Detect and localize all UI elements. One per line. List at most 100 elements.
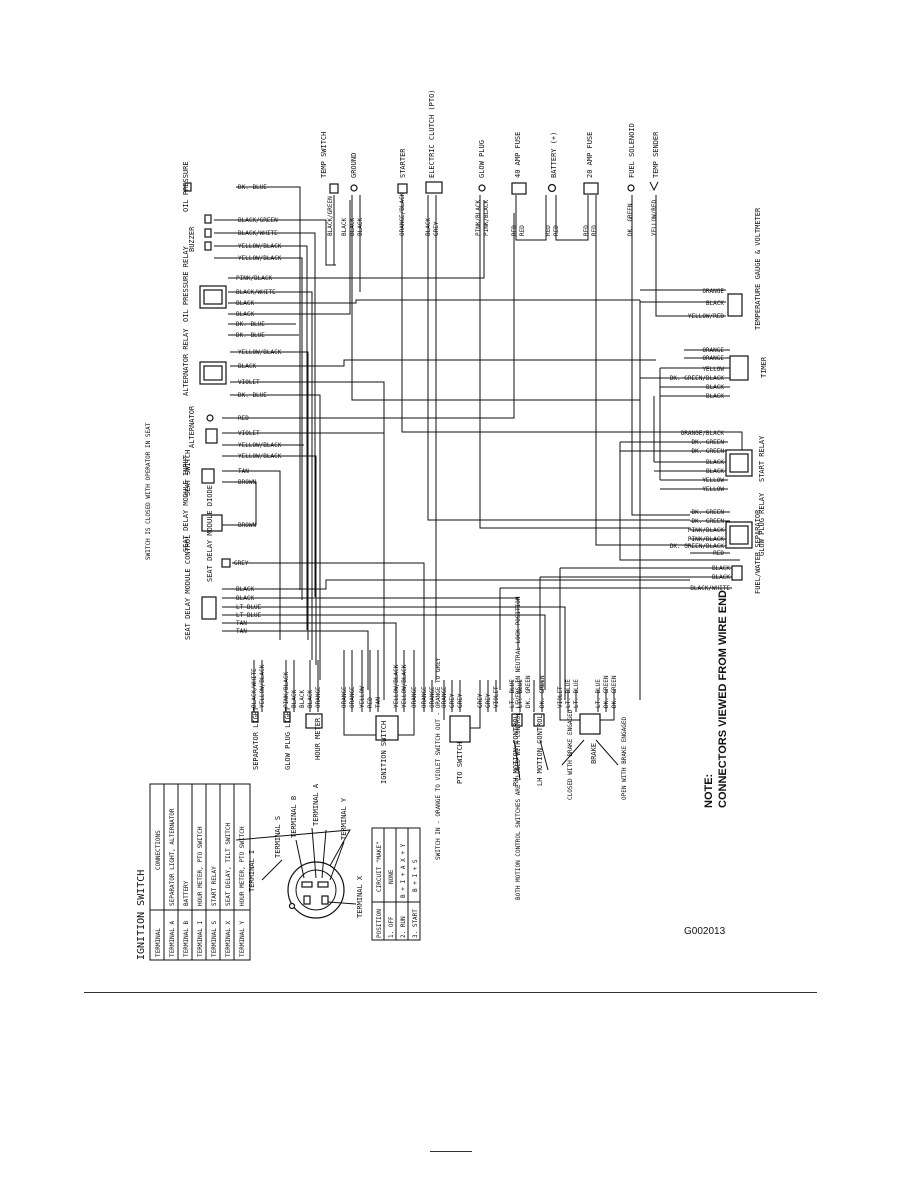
terminal-y-label: TERMINAL Y: [340, 797, 348, 840]
circuit-row-run-make: B + I + A X + Y: [400, 843, 407, 898]
page-number-line: [430, 1151, 472, 1152]
wire-label-bottom-7-5: DK. GREEN: [611, 675, 618, 708]
wire-label-left-2-5: DK. BLUE: [236, 332, 265, 339]
starter-connector: [397, 183, 408, 194]
pto-annotation: SWITCH IN - ORANGE TO VIOLET SWITCH OUT …: [435, 657, 442, 860]
wire-label-top-6-1: RED: [553, 225, 560, 236]
wire-label-right-1-1: ORANGE: [702, 355, 724, 362]
circuit-row-start-make: B + I + S: [412, 859, 419, 892]
seat-switch-connector: [201, 468, 215, 484]
label-start-relay: START RELAY: [758, 435, 766, 482]
wire-label-left-1-3: YELLOW/BLACK: [238, 255, 282, 262]
label-temp-gauge: TEMPERATURE GAUGE & VOLTMETER: [754, 207, 762, 330]
wire-label-bottom-7-1: LT. BLUE: [565, 679, 572, 708]
alternator-connector: [205, 428, 218, 444]
ignition-row-b-terminal: TERMINAL B: [183, 920, 190, 957]
terminal-x-label: TERMINAL X: [356, 875, 364, 918]
wire-label-bottom-2-0: BLACK: [299, 690, 306, 708]
page-rule: [84, 992, 817, 993]
terminal-s-label: TERMINAL S: [274, 816, 282, 858]
wire-label-top-2-0: ORANGE/BLACK: [399, 192, 406, 236]
wire-label-bottom-4-3: GREY: [449, 693, 456, 708]
figure-id: G002013: [684, 926, 726, 937]
circuit-make-table: POSITION CIRCUIT "MAKE" 1. OFF NONE 2. R…: [371, 827, 421, 941]
wire-label-right-0-2: YELLOW/RED: [688, 313, 725, 320]
rh-motion-connector: [511, 713, 523, 727]
buzzer-connector-1: [204, 214, 212, 224]
wire-label-left-4-2: YELLOW/BLACK: [238, 442, 282, 449]
wire-label-top-5-0: RED: [511, 225, 518, 236]
ignition-terminal-dot: [288, 902, 296, 910]
label-separator-light: SEPARATOR LIGHT: [252, 706, 260, 770]
separator-light-connector: [251, 711, 259, 723]
note-title: NOTE:: [703, 774, 715, 808]
wire-label-left-8-2: LT BLUE: [236, 604, 262, 611]
wire-label-bottom-3-5: YELLOW/BLACK: [393, 664, 400, 708]
timer-connector: [729, 355, 749, 381]
fuel-solenoid-terminal: [627, 184, 635, 192]
circuit-row-off-make: NONE: [388, 869, 395, 884]
wire-label-left-1-2: YELLOW/BLACK: [238, 243, 282, 250]
wire-label-right-4-0: BLACK: [712, 565, 730, 572]
label-alternator-relay: ALTERNATOR RELAY: [182, 328, 190, 396]
ignition-terminal-pad-4: [321, 895, 329, 905]
wire-label-right-3-2: PINK/BLACK: [688, 527, 725, 534]
label-glow-plug-relay: GLOW PLUG RELAY: [758, 492, 766, 556]
wire-label-bottom-0-0: BLACK/WHITE: [251, 668, 258, 708]
wire-label-top-5-1: RED: [519, 225, 526, 236]
wire-label-bottom-4-1: ORANGE: [429, 686, 436, 708]
wire-label-right-2-6: YELLOW: [702, 486, 724, 493]
wire-label-bottom-3-7: ORANGE: [411, 686, 418, 708]
wire-label-left-3-3: DK. BLUE: [238, 392, 267, 399]
ignition-switch-ring: [295, 869, 337, 911]
ignition-row-a-conn: SEPARATOR LIGHT, ALTERNATOR: [169, 808, 176, 906]
wire-label-left-4-1: VIOLET: [238, 430, 260, 437]
lh-motion-connector: [533, 713, 545, 727]
wire-label-right-2-0: ORANGE/BLACK: [681, 430, 725, 437]
label-ground: GROUND: [350, 153, 358, 178]
wire-label-bottom-3-3: RED: [367, 697, 374, 708]
motion-annotation: BOTH MOTION CONTROL SWITCHES ARE CLOSED …: [515, 596, 522, 900]
label-alternator: ALTERNATOR: [188, 405, 196, 448]
seat-delay-input-connector: [201, 514, 223, 532]
ignition-switch-connector: [375, 715, 399, 741]
wire-label-bottom-3-0: ORANGE: [341, 686, 348, 708]
wire-label-left-2-1: BLACK/WHITE: [236, 289, 276, 296]
right-component-labels: TEMPERATURE GAUGE & VOLTMETER TIMER STAR…: [754, 207, 768, 594]
label-40-amp-fuse: 40 AMP FUSE: [514, 132, 522, 178]
label-seat-delay-control: SEAT DELAY MODULE CONTROL: [184, 535, 192, 640]
wire-label-bottom-4-7: VIOLET: [493, 686, 500, 708]
label-hour-meter: HOUR METER: [314, 717, 322, 760]
brake-closed-annotation: CLOSED WITH BRAKE ENGAGED: [567, 709, 574, 800]
terminal-a-label: TERMINAL A: [312, 783, 320, 826]
label-temp-switch: TEMP SWITCH: [320, 132, 328, 178]
wire-label-right-1-2: YELLOW: [702, 366, 724, 373]
label-glow-plug-light: GLOW PLUG LIGHT: [284, 706, 292, 770]
label-ignition-switch: IGNITION SWITCH: [380, 721, 388, 784]
ignition-row-b-conn: BATTERY: [183, 880, 190, 906]
alternator-relay-socket: [203, 365, 223, 381]
wire-label-left-5-0: TAN: [238, 468, 249, 475]
wire-label-top-3-1: GREY: [433, 221, 440, 236]
wire-label-top-6-0: RED: [545, 225, 552, 236]
wire-label-bottom-1-0: PINK/BLACK: [283, 671, 290, 708]
buzzer-connector-2: [204, 228, 212, 238]
temp-gauge-connector: [727, 293, 743, 317]
wire-label-bottom-4-5: GREY: [477, 693, 484, 708]
wire-label-right-2-3: BLACK: [706, 459, 724, 466]
wire-label-right-1-0: ORANGE: [702, 347, 724, 354]
ignition-row-x-conn: SEAT DELAY, TILT SWITCH: [225, 823, 232, 906]
wire-label-right-1-3: DK. GREEN/BLACK: [670, 375, 725, 382]
wire-label-bottom-7-4: DK. GREEN: [603, 675, 610, 708]
wire-label-bottom-4-4: GREY: [457, 693, 464, 708]
wire-label-left-2-0: PINK/BLACK: [236, 275, 273, 282]
wire-label-bottom-5-0: LT. BLUE: [509, 679, 516, 708]
wire-label-bottom-4-2: ORANGE: [441, 686, 448, 708]
ignition-terminal-pad-1: [301, 881, 313, 888]
wire-label-left-4-3: YELLOW/BLACK: [238, 453, 282, 460]
ignition-table-header-connections: CONNECTIONS: [155, 830, 162, 870]
label-fuel-water-separator: FUEL/WATER SEPARATOR: [754, 509, 762, 594]
wire-label-left-5-1: BROWN: [238, 479, 256, 486]
wire-label-left-7-0: GREY: [234, 560, 249, 567]
